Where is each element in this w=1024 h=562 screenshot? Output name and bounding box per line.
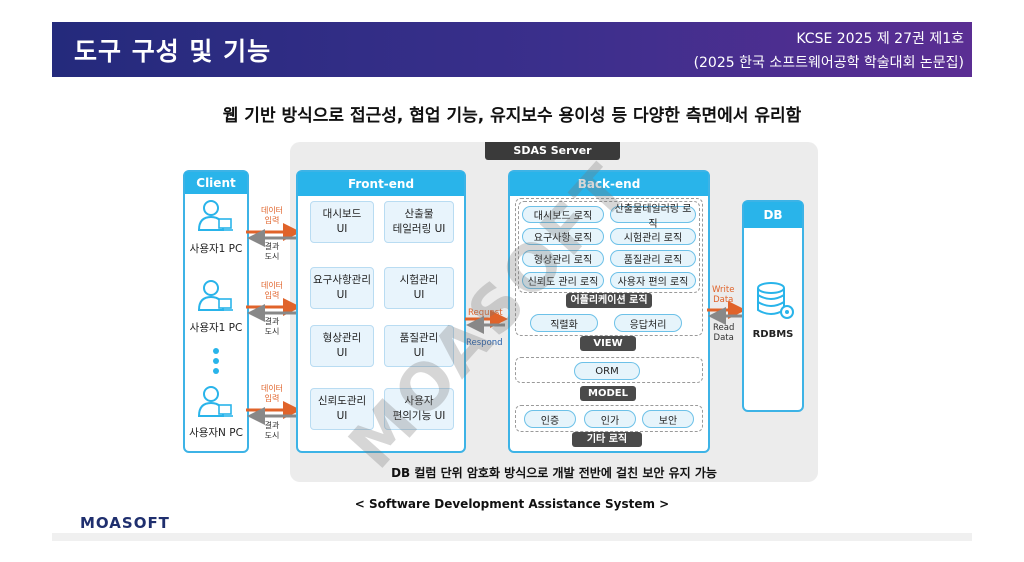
headline: 웹 기반 방식으로 접근성, 협업 기능, 유지보수 용이성 등 다양한 측면에… <box>222 106 802 126</box>
client-frontend-arrows <box>246 223 301 425</box>
user-label-n: 사용자N PC <box>189 427 243 439</box>
logic-quality: 품질관리 로직 <box>610 250 696 267</box>
frontend-title: Front-end <box>298 172 464 196</box>
logic-convenience: 사용자 편의 로직 <box>610 272 696 289</box>
logic-dashboard: 대시보드 로직 <box>522 206 604 223</box>
journal-line-2: (2025 한국 소프트웨어공학 학술대회 논문집) <box>693 55 964 71</box>
user-label-1: 사용자1 PC <box>189 243 243 255</box>
data-input-tag: 데이터 입력 <box>260 384 284 403</box>
data-input-tag: 데이터 입력 <box>260 206 284 225</box>
frontend-box-convenience: 사용자 편의기능 UI <box>384 388 454 430</box>
etc-security: 보안 <box>642 410 694 428</box>
logic-tailoring: 산출물테일러링 로직 <box>610 204 696 230</box>
logic-test: 시험관리 로직 <box>610 228 696 245</box>
data-input-tag: 데이터 입력 <box>260 281 284 300</box>
result-output-tag: 결과 도시 <box>264 242 280 261</box>
frontend-box-requirements: 요구사항관리 UI <box>310 267 374 309</box>
ellipsis-dots-icon <box>213 348 219 374</box>
result-output-tag: 결과 도시 <box>264 421 280 440</box>
etc-authorization: 인가 <box>584 410 636 428</box>
footer-bar <box>52 533 972 541</box>
user-pc-icon <box>197 200 233 231</box>
frontend-box-reliability: 신뢰도관리 UI <box>310 388 374 430</box>
database-icon <box>757 282 794 319</box>
backend-db-arrows <box>707 301 746 325</box>
frontend-box-quality: 품질관리 UI <box>384 325 454 367</box>
view-response: 응답처리 <box>614 314 682 332</box>
write-data-label: Write Data <box>712 285 735 305</box>
model-label: MODEL <box>580 386 636 401</box>
logic-requirements: 요구사항 로직 <box>522 228 604 245</box>
request-label: Request <box>468 308 503 318</box>
request-respond-arrows <box>465 310 508 334</box>
view-label: VIEW <box>580 336 636 351</box>
etc-logic-label: 기타 로직 <box>572 432 642 447</box>
respond-label: Respond <box>466 338 503 348</box>
user-pc-icon <box>197 386 233 417</box>
frontend-box-configuration: 형상관리 UI <box>310 325 374 367</box>
user-label-2: 사용자1 PC <box>189 322 243 334</box>
slide-title: 도구 구성 및 기능 <box>74 37 272 66</box>
etc-authentication: 인증 <box>524 410 576 428</box>
company-logo: MOASOFT <box>80 514 170 532</box>
backend-title: Back-end <box>510 172 708 196</box>
user-pc-icon <box>197 280 233 311</box>
logic-configuration: 형상관리 로직 <box>522 250 604 267</box>
db-title: DB <box>744 202 802 228</box>
logic-reliability: 신뢰도 관리 로직 <box>522 272 604 289</box>
frontend-box-dashboard: 대시보드 UI <box>310 201 374 243</box>
figure-subcaption: < Software Development Assistance System… <box>354 497 670 511</box>
model-orm: ORM <box>574 362 640 380</box>
frontend-box-test: 시험관리 UI <box>384 267 454 309</box>
frontend-box-tailoring: 산출물 테일러링 UI <box>384 201 454 243</box>
rdbms-label: RDBMS <box>752 329 794 340</box>
diagram-caption: DB 컬럼 단위 암호화 방식으로 개발 전반에 걸친 보안 유지 가능 <box>391 466 717 480</box>
journal-line-1: KCSE 2025 제 27권 제1호 <box>796 31 964 47</box>
app-logic-label: 어플리케이션 로직 <box>566 293 652 308</box>
result-output-tag: 결과 도시 <box>264 317 280 336</box>
view-serialization: 직렬화 <box>530 314 598 332</box>
header-band: 도구 구성 및 기능 KCSE 2025 제 27권 제1호 (2025 한국 … <box>52 22 972 77</box>
read-data-label: Read Data <box>713 323 735 343</box>
client-title: Client <box>185 172 247 194</box>
server-tab: SDAS Server <box>485 142 620 160</box>
